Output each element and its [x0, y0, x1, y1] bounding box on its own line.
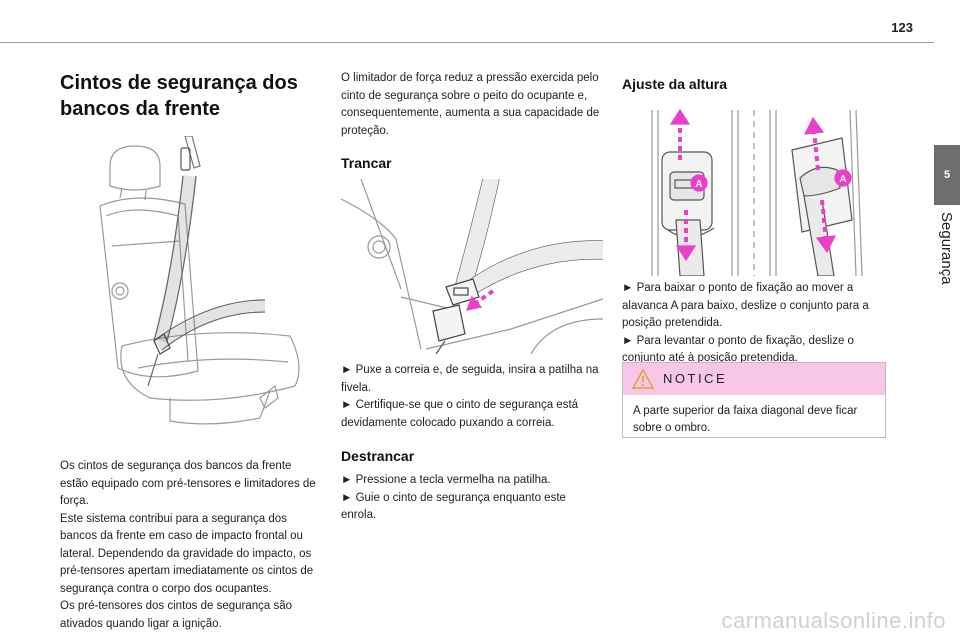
body-paragraph-3: Os pré-tensores dos cintos de segurança … — [60, 600, 293, 630]
body-paragraph-1: Os cintos de segurança dos bancos da fre… — [60, 460, 316, 507]
unlock-step-1: ► Pressione a tecla vermelha na patilha. — [341, 474, 551, 486]
height-step-2: ► Para levantar o ponto de fixação, desl… — [622, 334, 854, 365]
column-right: Ajuste da altura — [622, 76, 886, 368]
seat-belt-illustration — [60, 136, 318, 428]
lock-step-1: ► Puxe a correia e, de seguida, insira a… — [341, 364, 599, 394]
height-step-1: ► Para baixar o ponto de fixação ao move… — [622, 282, 869, 329]
front-seat-drawing — [99, 136, 300, 425]
notice-header: NOTICE — [623, 363, 885, 395]
column-left: Cintos de segurança dos bancos da frente — [60, 70, 318, 633]
chapter-title-text: Segurança — [938, 212, 955, 285]
page-number: 123 — [891, 20, 913, 35]
warning-triangle-icon — [632, 369, 654, 389]
unlock-heading: Destrancar — [341, 448, 415, 464]
header-rule — [0, 42, 934, 43]
buckle-illustration — [341, 179, 603, 354]
body-paragraph-2: Este sistema contribui para a segurança … — [60, 512, 314, 595]
height-adjust-drawing: A A — [651, 108, 863, 276]
chapter-tab[interactable]: 5 — [934, 145, 960, 205]
height-adjust-illustration: A A — [622, 100, 886, 276]
marker-a-right: A — [839, 174, 846, 185]
unlock-step-2: ► Guie o cinto de segurança enquanto est… — [341, 491, 566, 522]
section-title: Cintos de segurança dos bancos da frente — [60, 72, 298, 120]
watermark: carmanualsonline.info — [721, 608, 946, 633]
notice-label: NOTICE — [663, 371, 728, 386]
buckle-drawing — [341, 179, 603, 354]
lock-heading: Trancar — [341, 155, 392, 171]
limiter-paragraph: O limitador de força reduz a pressão exe… — [341, 72, 600, 137]
column-middle: O limitador de força reduz a pressão exe… — [341, 70, 603, 525]
marker-a-left: A — [695, 179, 702, 190]
lock-step-2: ► Certifique-se que o cinto de segurança… — [341, 399, 579, 429]
chapter-title: Segurança — [934, 212, 960, 332]
height-heading: Ajuste da altura — [622, 76, 728, 92]
notice-box: NOTICE A parte superior da faixa diagona… — [622, 362, 886, 438]
notice-text: A parte superior da faixa diagonal deve … — [633, 405, 858, 434]
